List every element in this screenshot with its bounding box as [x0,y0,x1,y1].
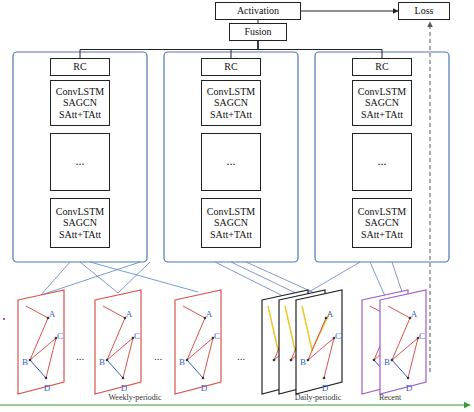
node-text: ConvLSTM SAGCN SAtt+TAtt [51,86,109,121]
vertex-letter: D [44,384,51,393]
layer-box: ConvLSTM SAGCN SAtt+TAtt [201,198,261,248]
vertex-letter: C [419,332,425,341]
vertex-letter: A [206,310,213,319]
ellipsis-label: ... [76,351,84,362]
ellipsis-label: ... [154,351,162,362]
ellipsis-box: ... [50,133,110,191]
vertex-letter: A [49,310,56,319]
vertex-letter: B [179,358,185,367]
node-text: RC [71,61,88,73]
connector [258,41,382,58]
node-text: ConvLSTM SAGCN SAtt+TAtt [353,206,411,241]
node-text: RC [222,61,239,73]
layer-box: ConvLSTM SAGCN SAtt+TAtt [352,80,412,126]
node-text: ConvLSTM SAGCN SAtt+TAtt [353,86,411,121]
connector [258,20,259,23]
layer-box: ConvLSTM SAGCN SAtt+TAtt [352,198,412,248]
vertex-letter: C [214,332,220,341]
vertex-letter: D [121,384,128,393]
vertex-letter: B [22,358,28,367]
node-text: RC [373,61,390,73]
connector [301,11,398,12]
rc-box: RC [352,58,412,76]
ellipsis-box: ... [201,133,261,191]
ellipsis-box: ... [352,133,412,191]
node-text: ConvLSTM SAGCN SAtt+TAtt [202,86,260,121]
node-text: ... [74,155,87,169]
vertex-letter: B [300,358,306,367]
node-text: ... [376,155,389,169]
node-text: Activation [235,5,281,17]
vertex-letter: B [99,358,105,367]
loss-box: Loss [398,2,450,20]
axis-label: Recent [379,394,401,402]
vertex-letter: B [384,358,390,367]
vertex-letter: D [201,384,208,393]
layer-box: ConvLSTM SAGCN SAtt+TAtt [50,198,110,248]
node-text: ... [225,155,238,169]
vertex-letter: C [57,332,63,341]
vertex-letter: A [126,310,133,319]
vertex-letter: C [134,332,140,341]
rc-box: RC [50,58,110,76]
vertex-letter: C [335,332,341,341]
vertex-letter: A [327,310,334,319]
rc-box: RC [201,58,261,76]
node-text: ConvLSTM SAGCN SAtt+TAtt [202,206,260,241]
ellipsis-label: ... [237,351,245,362]
vertex-letter: A [411,310,418,319]
axis-label: Weekly-periodic [108,394,161,402]
node-text: Loss [413,5,436,17]
layer-box: ConvLSTM SAGCN SAtt+TAtt [201,80,261,126]
node-text: ConvLSTM SAGCN SAtt+TAtt [51,206,109,241]
connector [231,41,258,58]
layer-box: ConvLSTM SAGCN SAtt+TAtt [50,80,110,126]
fusion-box: Fusion [229,23,287,41]
axis-label: Daily-periodic [295,394,342,402]
vertex-letter: D [322,384,329,393]
connector [80,41,258,58]
activation-box: Activation [215,2,301,20]
vertex-letter: D [406,384,413,393]
node-text: Fusion [242,26,273,38]
